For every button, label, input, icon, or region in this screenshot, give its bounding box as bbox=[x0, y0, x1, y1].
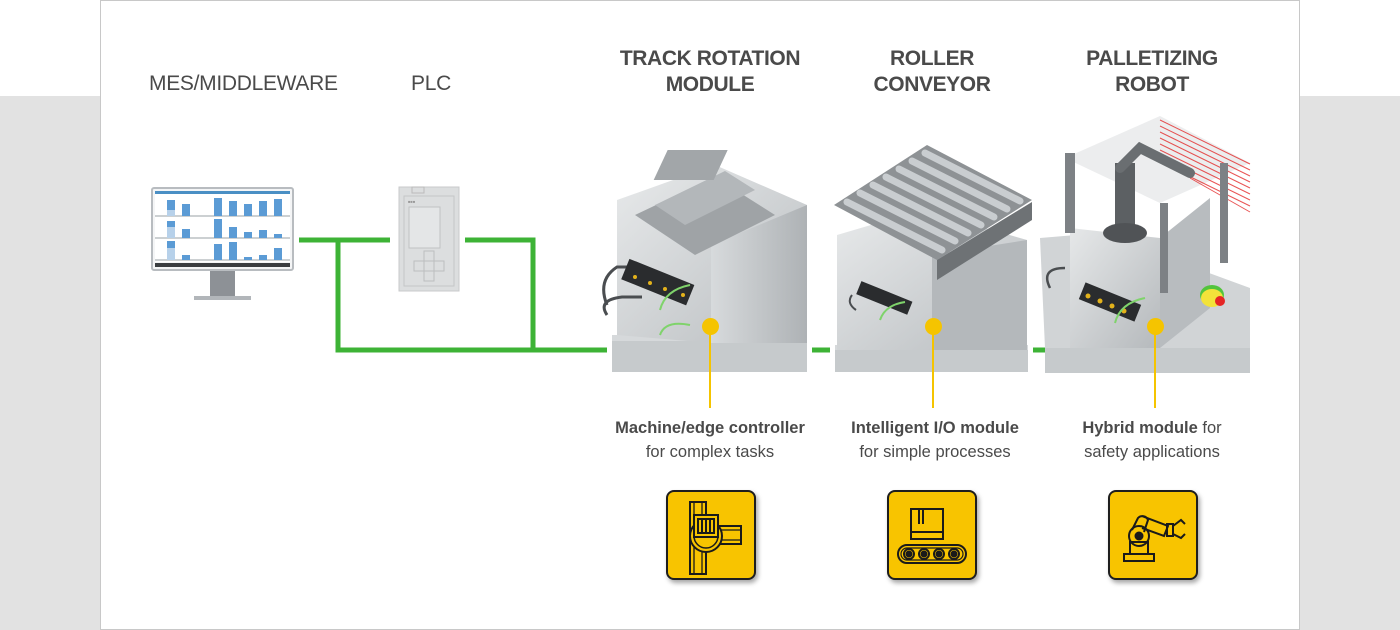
palletizing-robot-title-line1: PALLETIZING bbox=[1086, 47, 1218, 70]
palletizing-robot-title: PALLETIZING ROBOT bbox=[1070, 46, 1234, 98]
roller-conveyor-caption-line2: for simple processes bbox=[859, 443, 1011, 461]
roller-conveyor-caption: Intelligent I/O module for simple proces… bbox=[825, 416, 1045, 464]
roller-conveyor-caption-bold: Intelligent I/O module bbox=[851, 419, 1019, 437]
network-line-mes-down bbox=[335, 240, 607, 353]
network-line-plc-out bbox=[465, 237, 536, 350]
track-rotation-title-line2: MODULE bbox=[665, 73, 755, 96]
plc-device-icon: ■■■ bbox=[398, 186, 460, 292]
robot-arm-icon bbox=[1108, 490, 1198, 580]
track-rotation-machine bbox=[602, 150, 807, 372]
svg-text:■■■: ■■■ bbox=[408, 199, 416, 204]
track-rotation-icon bbox=[666, 490, 756, 580]
track-rotation-caption: Machine/edge controller for complex task… bbox=[600, 416, 820, 464]
monitor-dashboard-icon bbox=[151, 187, 294, 300]
track-rotation-connector-line bbox=[709, 326, 711, 408]
track-rotation-caption-line2: for complex tasks bbox=[645, 443, 775, 461]
palletizing-robot-title-line2: ROBOT bbox=[1115, 73, 1189, 96]
roller-conveyor-title-line1: ROLLER bbox=[890, 47, 974, 70]
roller-conveyor-title: ROLLER CONVEYOR bbox=[850, 46, 1014, 98]
palletizing-robot-machine bbox=[1040, 116, 1251, 373]
palletizing-robot-caption-line2: safety applications bbox=[1084, 443, 1220, 461]
mes-label: MES/MIDDLEWARE bbox=[149, 72, 338, 95]
palletizing-robot-caption-bold: Hybrid module bbox=[1082, 419, 1198, 437]
palletizing-robot-caption-rest: for bbox=[1197, 419, 1222, 437]
track-rotation-title: TRACK ROTATION MODULE bbox=[608, 46, 812, 98]
plc-label: PLC bbox=[411, 72, 451, 95]
track-rotation-caption-bold: Machine/edge controller bbox=[615, 419, 805, 437]
roller-conveyor-title-line2: CONVEYOR bbox=[873, 73, 991, 96]
conveyor-box-icon bbox=[887, 490, 977, 580]
track-rotation-title-line1: TRACK ROTATION bbox=[619, 47, 801, 70]
palletizing-robot-connector-line bbox=[1154, 326, 1156, 408]
roller-conveyor-connector-line bbox=[932, 326, 934, 408]
palletizing-robot-caption: Hybrid module for safety applications bbox=[1042, 416, 1262, 464]
roller-conveyor-machine bbox=[834, 145, 1032, 372]
